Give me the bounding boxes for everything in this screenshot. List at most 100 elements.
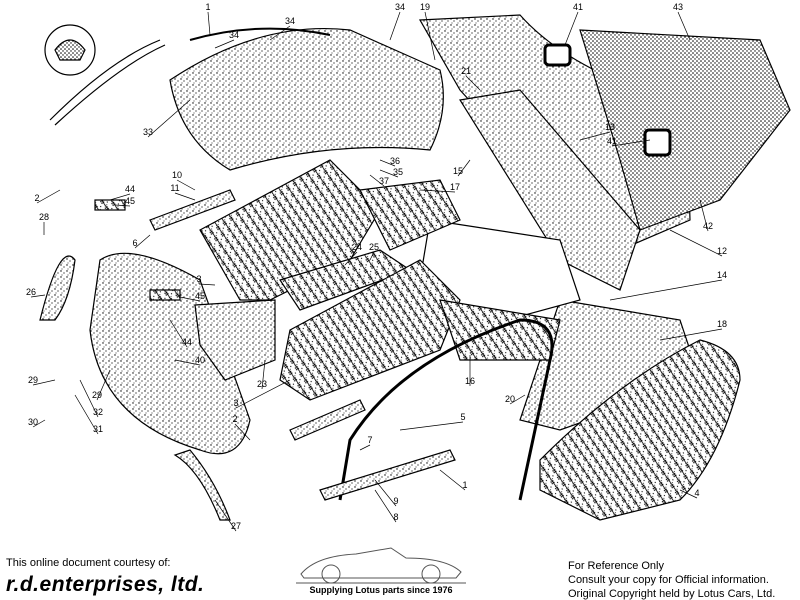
callout-42: 42 xyxy=(703,221,713,231)
leader-line xyxy=(169,319,188,348)
callout-11: 11 xyxy=(170,183,179,193)
leader-line xyxy=(96,369,111,401)
leader-line xyxy=(235,379,291,409)
callout-6: 6 xyxy=(132,238,137,248)
callout-45: 45 xyxy=(125,196,135,206)
leader-line xyxy=(609,279,723,301)
leader-line xyxy=(369,251,375,261)
leader-line xyxy=(457,159,471,177)
leader-line xyxy=(147,99,191,138)
callout-35: 35 xyxy=(393,167,403,177)
callout-24: 24 xyxy=(352,242,362,252)
leader-line xyxy=(207,11,211,36)
car-sketch-icon xyxy=(296,547,466,584)
leader-line xyxy=(374,479,397,507)
callout-29: 29 xyxy=(92,390,102,400)
sun-visor xyxy=(173,449,231,521)
leader-line xyxy=(374,489,397,523)
leader-line xyxy=(174,192,196,201)
leader-line xyxy=(611,139,651,147)
callout-2: 2 xyxy=(232,414,237,424)
front-body-panel xyxy=(89,252,251,455)
callout-43: 43 xyxy=(673,2,683,12)
sill-cover xyxy=(194,299,276,381)
leader-line xyxy=(579,131,611,141)
brand-logo-text: r.d.enterprises, ltd. xyxy=(6,573,205,596)
rear-carpet xyxy=(579,29,791,231)
callout-45: 45 xyxy=(195,291,205,301)
callout-1: 1 xyxy=(205,2,210,12)
notice-line-2: Consult your copy for Official informati… xyxy=(568,574,769,586)
quarter-window-frame xyxy=(643,128,672,157)
leader-line xyxy=(424,11,436,61)
callout-8: 8 xyxy=(393,512,398,522)
callout-33: 33 xyxy=(143,127,153,137)
seal-strip xyxy=(189,27,331,41)
leader-line xyxy=(399,421,464,431)
leader-line xyxy=(564,11,579,46)
leader-line xyxy=(699,199,709,232)
leader-line xyxy=(32,379,56,386)
callout-20: 20 xyxy=(505,394,515,404)
callout-25: 25 xyxy=(369,242,379,252)
leader-line xyxy=(509,394,526,405)
seat-right xyxy=(539,339,741,521)
notice-line-1: For Reference Only xyxy=(568,560,664,572)
leader-line xyxy=(234,423,251,441)
callout-7: 7 xyxy=(367,435,372,445)
leader-line xyxy=(214,39,235,49)
callout-9: 9 xyxy=(393,496,398,506)
callout-40: 40 xyxy=(195,355,205,365)
callout-34: 34 xyxy=(285,16,295,26)
leader-line xyxy=(109,193,131,201)
callout-13: 13 xyxy=(605,122,615,132)
callout-16: 16 xyxy=(465,376,475,386)
leader-line xyxy=(379,159,396,167)
vent-grille-upper xyxy=(94,199,126,211)
leader-line xyxy=(389,11,401,41)
callout-14: 14 xyxy=(717,270,727,280)
callout-27: 27 xyxy=(231,521,241,531)
callout-5: 5 xyxy=(460,412,465,422)
leader-line xyxy=(261,359,266,390)
seat-mid xyxy=(279,259,461,401)
seal-section-detail xyxy=(54,39,86,61)
leader-line xyxy=(344,251,358,266)
leader-line xyxy=(369,174,385,187)
leader-line xyxy=(379,169,399,178)
tunnel xyxy=(459,89,641,291)
callout-37: 37 xyxy=(379,176,389,186)
callout-41: 41 xyxy=(607,136,617,146)
callout-26: 26 xyxy=(26,287,36,297)
leader-line xyxy=(134,234,151,249)
callout-2: 2 xyxy=(34,193,39,203)
callout-32: 32 xyxy=(93,407,103,417)
leader-line xyxy=(359,444,371,451)
callout-34: 34 xyxy=(395,2,405,12)
callout-3: 3 xyxy=(196,274,201,284)
leader-line xyxy=(269,25,291,41)
seat-runner-rear xyxy=(319,449,456,501)
roll-hoop xyxy=(338,318,554,501)
callout-30: 30 xyxy=(28,417,38,427)
leader-line xyxy=(174,359,201,366)
leader-line xyxy=(198,283,216,286)
callout-29: 29 xyxy=(28,375,38,385)
leader-line xyxy=(114,204,131,207)
seat-back xyxy=(359,179,461,251)
callout-28: 28 xyxy=(39,212,49,222)
leader-line xyxy=(79,379,99,418)
leader-line xyxy=(74,394,99,435)
callout-3: 3 xyxy=(233,398,238,408)
lotus-car-logo: Supplying Lotus parts since 1976 xyxy=(286,546,476,595)
leader-line xyxy=(32,419,46,428)
callout-15: 15 xyxy=(453,166,463,176)
windscreen-seal xyxy=(49,39,166,126)
leader-line xyxy=(669,229,723,257)
callout-18: 18 xyxy=(717,319,727,329)
callout-19: 19 xyxy=(420,2,430,12)
leader-line xyxy=(419,189,456,193)
leader-line xyxy=(679,489,698,499)
